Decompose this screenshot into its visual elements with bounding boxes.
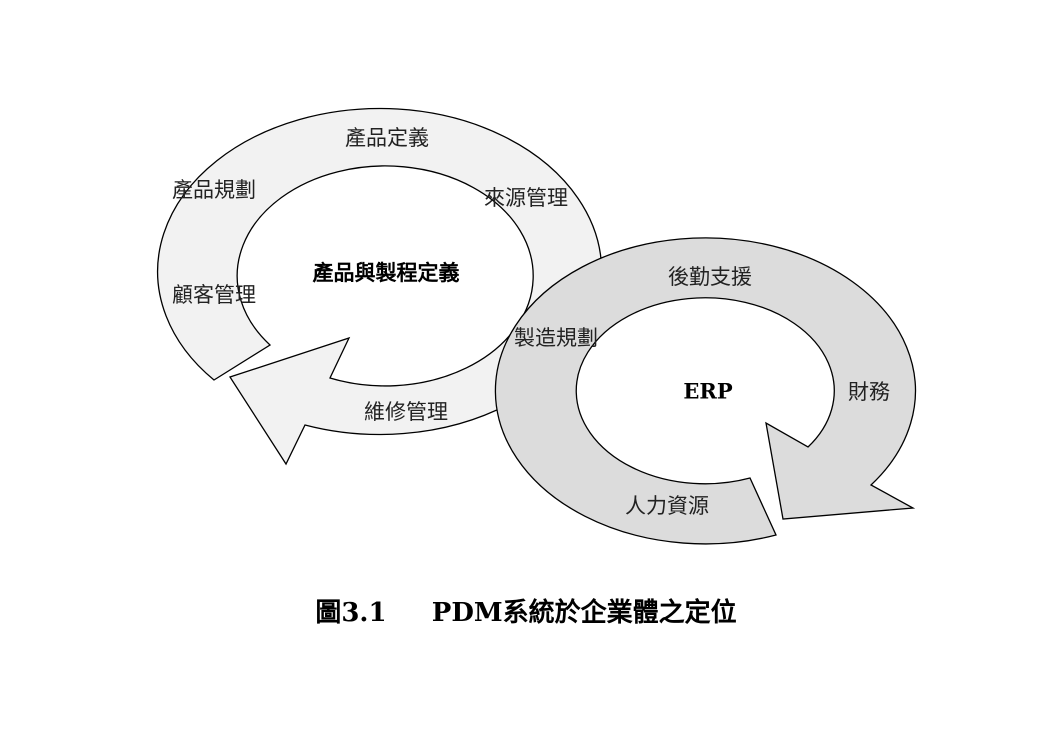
pdm-center-label: 產品與製程定義 bbox=[312, 260, 460, 285]
label-logistics-support: 後勤支援 bbox=[668, 265, 752, 289]
label-finance: 財務 bbox=[848, 380, 890, 404]
label-customer-management: 顧客管理 bbox=[172, 283, 256, 307]
label-human-resources: 人力資源 bbox=[625, 494, 709, 518]
label-sourcing-management: 來源管理 bbox=[484, 186, 568, 210]
label-product-planning: 產品規劃 bbox=[172, 178, 256, 202]
label-product-definition: 產品定義 bbox=[345, 126, 429, 150]
erp-cycle-arrow bbox=[494, 237, 917, 545]
label-maintenance-management: 維修管理 bbox=[364, 400, 448, 424]
pdm-cycle-arrow bbox=[157, 107, 603, 466]
figure-caption: 圖3.1 PDM系統於企業體之定位 bbox=[315, 598, 737, 628]
erp-center-label: ERP bbox=[683, 378, 733, 404]
label-manufacturing-planning: 製造規劃 bbox=[514, 326, 598, 350]
